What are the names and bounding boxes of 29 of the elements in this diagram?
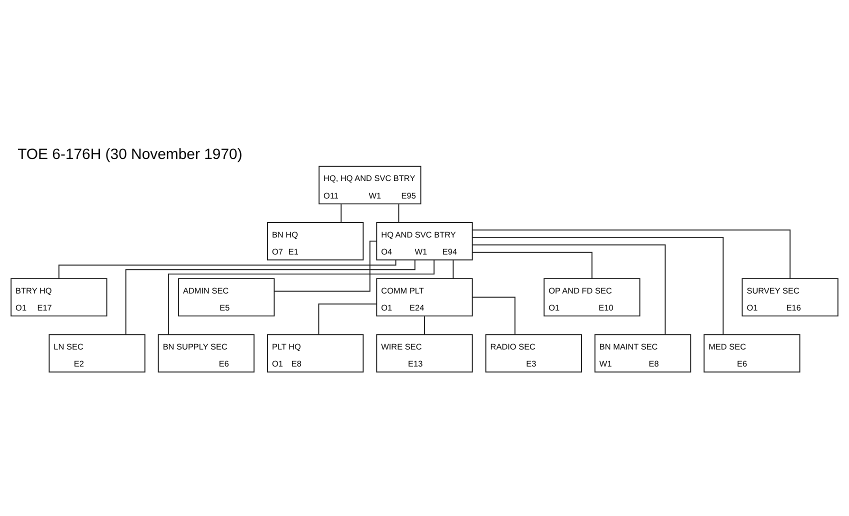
connector xyxy=(274,240,378,292)
connector xyxy=(452,260,454,279)
connector xyxy=(398,204,400,223)
node-box: HQ AND SVC BTRY O4 W1 E94 xyxy=(376,222,473,260)
connector xyxy=(472,236,724,335)
node-box: WIRE SEC E13 xyxy=(376,334,473,372)
node-box: HQ, HQ AND SVC BTRY O11 W1 E95 xyxy=(318,166,422,204)
node-box: ADMIN SEC E5 xyxy=(178,278,275,316)
connector xyxy=(318,304,378,335)
connector xyxy=(472,296,516,335)
connector xyxy=(424,316,425,336)
node-box: BTRY HQ O1 E17 xyxy=(10,278,108,316)
node-box: SURVEY SEC O1 E16 xyxy=(742,278,838,316)
node-box: BN HQ O7 E1 xyxy=(267,222,364,260)
connector xyxy=(125,259,416,336)
connector xyxy=(472,244,666,335)
node-box: BN SUPPLY SEC E6 xyxy=(158,334,255,372)
node-box: OP AND FD SEC O1 E10 xyxy=(544,278,640,316)
connector xyxy=(472,252,592,279)
node-box: LN SEC E2 xyxy=(48,334,146,372)
connector xyxy=(340,204,342,223)
node-box: RADIO SEC E3 xyxy=(485,334,582,372)
node-box: BN MAINT SEC W1 E8 xyxy=(594,334,692,372)
connector xyxy=(472,229,791,279)
node-box: COMM PLT O1 E24 xyxy=(376,278,473,316)
node-box: MED SEC E6 xyxy=(704,334,800,372)
connector xyxy=(168,259,435,336)
diagram-title: TOE 6-176H (30 November 1970) xyxy=(18,146,242,163)
node-box: PLT HQ O1 E8 xyxy=(267,334,364,372)
